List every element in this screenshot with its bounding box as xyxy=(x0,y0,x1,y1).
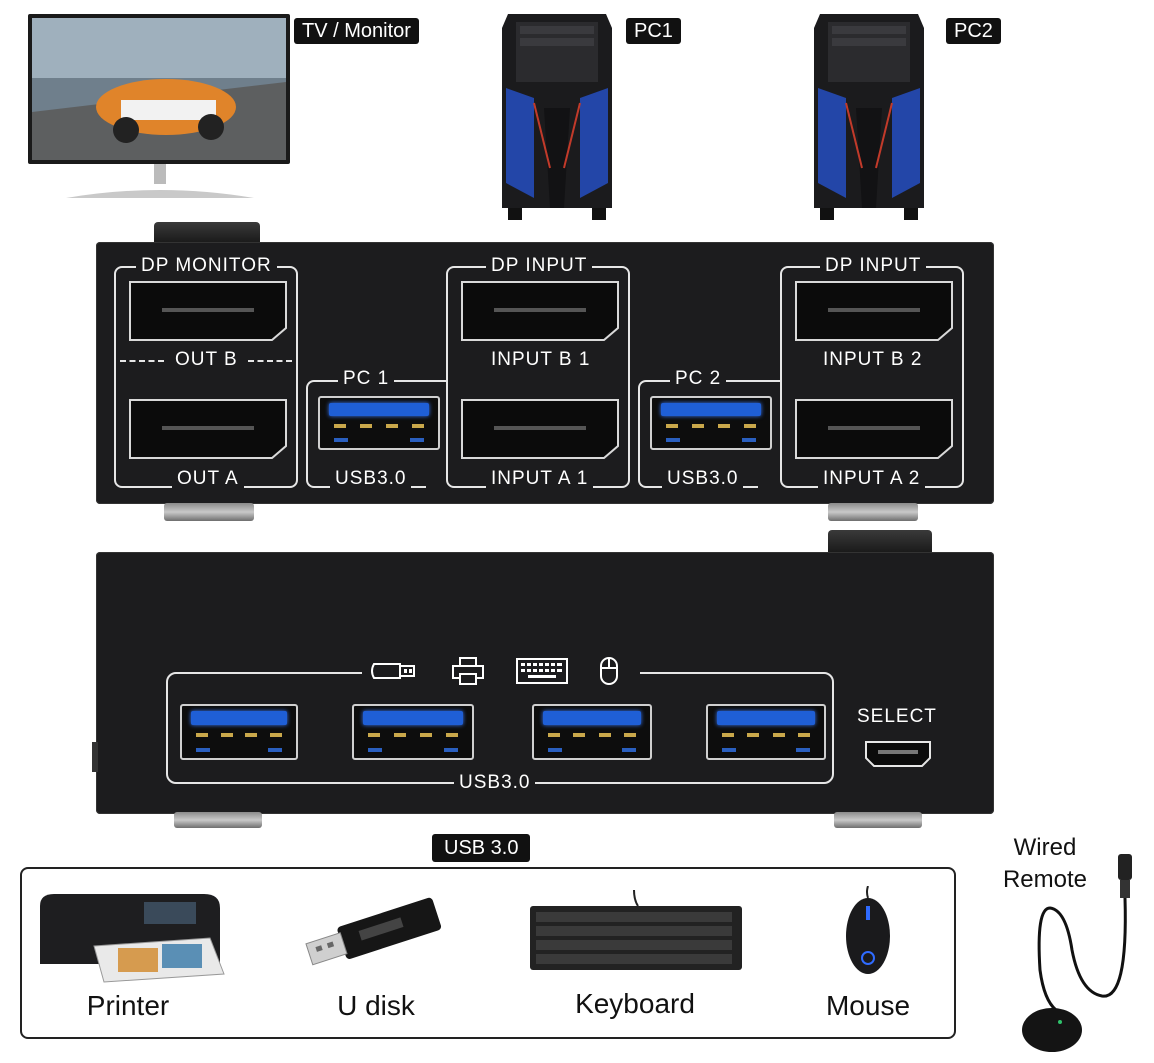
usb-port-pc2[interactable] xyxy=(650,396,772,450)
input-a2-label: INPUT A 2 xyxy=(818,468,926,490)
front-usb-port-3[interactable] xyxy=(532,704,652,760)
printer-icon xyxy=(452,657,484,685)
usb-drive-icon xyxy=(305,897,442,966)
pc2-connector xyxy=(732,380,780,382)
monitor-icon xyxy=(28,14,290,198)
front-icon-strip xyxy=(362,656,640,690)
dp-port-out-a[interactable] xyxy=(128,398,288,460)
dp-input-1-label: DP INPUT xyxy=(486,255,593,277)
pc2-image xyxy=(806,8,932,223)
pc-tower-icon xyxy=(502,14,612,220)
dp-port-input-a2[interactable] xyxy=(794,398,954,460)
select-port[interactable] xyxy=(864,740,932,768)
pc2-label: PC 2 xyxy=(670,368,727,390)
peripheral-label-keyboard: Keyboard xyxy=(575,988,695,1019)
dp-port-input-b2[interactable] xyxy=(794,280,954,342)
peripheral-label-mouse: Mouse xyxy=(825,990,911,1021)
monitor-image xyxy=(26,12,292,200)
select-label: SELECT xyxy=(852,706,942,728)
back-foot-right xyxy=(828,503,918,521)
peripheral-label-printer: Printer xyxy=(86,990,170,1021)
side-tab xyxy=(92,742,98,772)
usb-drive-icon xyxy=(371,663,415,679)
usb-pc1-label: USB3.0 xyxy=(330,468,412,490)
usb-pc2-label: USB3.0 xyxy=(662,468,744,490)
peripherals-box xyxy=(20,867,956,1039)
back-foot-left xyxy=(164,503,254,521)
keyboard-icon xyxy=(530,890,742,970)
remote-label-line1: Wired xyxy=(1013,834,1077,861)
dp-port-out-b[interactable] xyxy=(128,280,288,342)
mouse-icon xyxy=(600,657,618,685)
pc1-tag: PC1 xyxy=(626,18,681,44)
pc1-connector xyxy=(400,380,446,382)
peripheral-label-u-disk: U disk xyxy=(337,990,415,1021)
pc1-label: PC 1 xyxy=(338,368,395,390)
front-foot-right xyxy=(834,812,922,828)
pc1-image xyxy=(494,8,620,223)
kvm-back-panel: DP MONITOR OUT B OUT A PC 1 DP INPUT INP… xyxy=(96,242,994,504)
input-b1-label: INPUT B 1 xyxy=(486,349,596,371)
input-a1-label: INPUT A 1 xyxy=(486,468,594,490)
pc-tower-icon xyxy=(814,14,924,220)
front-usb-port-2[interactable] xyxy=(352,704,474,760)
pc2-tag: PC2 xyxy=(946,18,1001,44)
dp-input-2-label: DP INPUT xyxy=(820,255,927,277)
front-panel-knob xyxy=(828,530,932,556)
front-usb-port-4[interactable] xyxy=(706,704,826,760)
wired-remote-image xyxy=(1022,854,1132,1052)
out-b-label: OUT B xyxy=(170,349,243,371)
usb30-badge: USB 3.0 xyxy=(432,834,531,862)
front-foot-left xyxy=(174,812,262,828)
out-a-label: OUT A xyxy=(172,468,244,490)
front-usb-label: USB3.0 xyxy=(454,772,536,794)
keyboard-icon xyxy=(516,658,568,684)
mouse-icon xyxy=(846,886,890,974)
out-b-dashes-left xyxy=(120,360,164,362)
kvm-front-panel: USB3.0 SELECT xyxy=(92,552,994,814)
dp-monitor-label: DP MONITOR xyxy=(136,255,277,277)
remote-label-line2: Remote xyxy=(1002,866,1088,893)
usb-port-pc1[interactable] xyxy=(318,396,440,450)
dp-port-input-b1[interactable] xyxy=(460,280,620,342)
out-b-dashes-right xyxy=(248,360,292,362)
front-usb-port-1[interactable] xyxy=(180,704,298,760)
tv-monitor-tag: TV / Monitor xyxy=(294,18,419,44)
printer-icon xyxy=(40,894,225,983)
dp-port-input-a1[interactable] xyxy=(460,398,620,460)
input-b2-label: INPUT B 2 xyxy=(818,349,928,371)
